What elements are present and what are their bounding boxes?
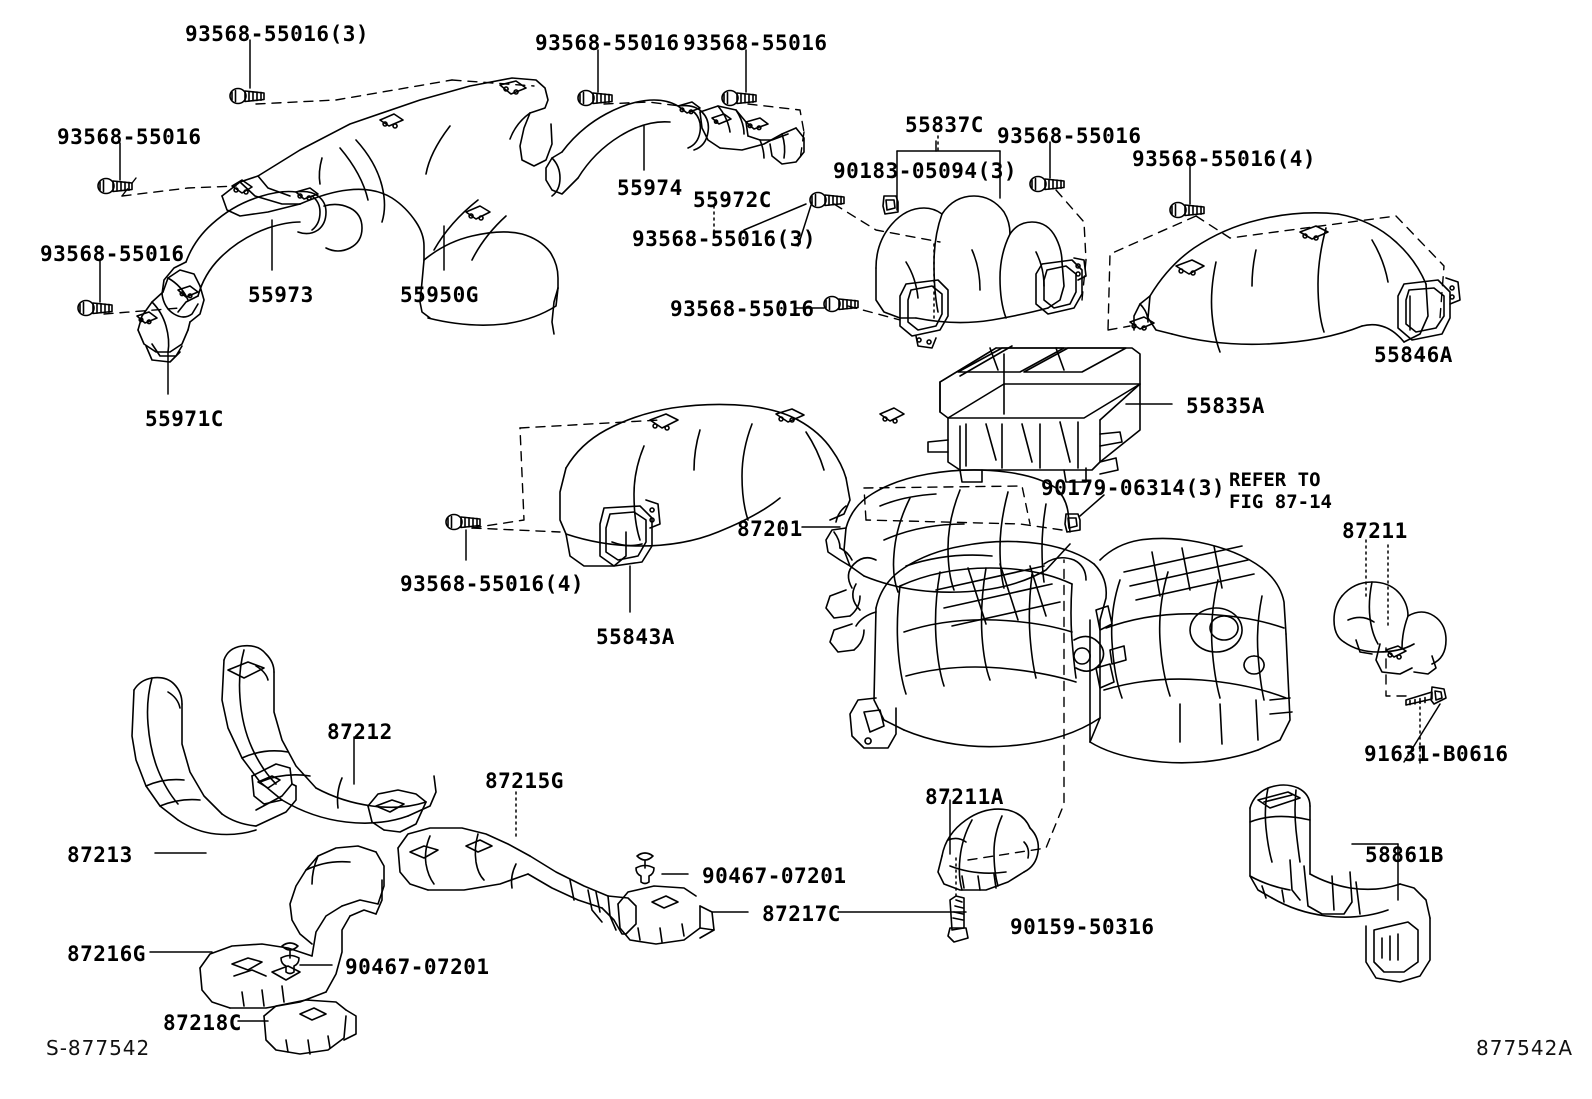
leader-lines xyxy=(99,39,1441,1022)
callout-90467-07201-b: 90467-07201 xyxy=(345,955,490,979)
callout-93568-55016-b: 93568-55016 xyxy=(535,31,680,55)
part-55835a-register xyxy=(927,345,1141,483)
callout-87211a: 87211A xyxy=(925,785,1004,809)
callout-55972c: 55972C xyxy=(693,188,772,212)
callout-55950g: 55950G xyxy=(400,283,479,307)
assembly-dashed-lines xyxy=(103,79,1445,861)
part-87218c-nozzle xyxy=(263,999,357,1055)
callout-93568-55016-g: 93568-55016 xyxy=(670,297,815,321)
callout-93568-55016-e: 93568-55016 xyxy=(997,124,1142,148)
callout-87215g: 87215G xyxy=(485,769,564,793)
part-55843a-duct xyxy=(559,403,905,567)
callout-90179-06314-3: 90179-06314(3) xyxy=(1041,476,1226,500)
leader-lines-dotted xyxy=(515,135,1421,899)
callout-93568-55016-3b: 93568-55016(3) xyxy=(632,227,817,251)
callout-90159-50316: 90159-50316 xyxy=(1010,915,1155,939)
sheet-code: S-877542 xyxy=(46,1036,151,1060)
callout-87218c: 87218C xyxy=(163,1011,242,1035)
callout-93568-55016-f: 93568-55016 xyxy=(40,242,185,266)
part-55837c-duct xyxy=(875,195,1087,349)
callout-55971c: 55971C xyxy=(145,407,224,431)
callout-55973: 55973 xyxy=(248,283,314,307)
bracket-55837c xyxy=(896,140,1001,211)
callout-87201: 87201 xyxy=(737,517,803,541)
part-87201-cover xyxy=(825,469,1071,593)
callout-87216g: 87216G xyxy=(67,942,146,966)
part-87217c-nozzle xyxy=(617,885,715,945)
callout-93568-55016-c: 93568-55016 xyxy=(683,31,828,55)
part-55973-duct xyxy=(161,187,363,318)
callout-55835a: 55835A xyxy=(1186,394,1265,418)
part-87215g-duct xyxy=(397,827,637,935)
callout-55846a: 55846A xyxy=(1374,343,1453,367)
callout-55974: 55974 xyxy=(617,176,683,200)
callout-87212: 87212 xyxy=(327,720,393,744)
callout-58861b: 58861B xyxy=(1365,843,1444,867)
part-87212-duct xyxy=(221,644,437,833)
refer-to-note: REFER TO FIG 87-14 xyxy=(1229,469,1332,514)
diagram-title: 877542A xyxy=(1476,1036,1574,1060)
callout-93568-55016-4b: 93568-55016(4) xyxy=(400,572,585,596)
callout-87217c: 87217C xyxy=(762,902,841,926)
part-55972c-nozzle xyxy=(699,105,805,165)
part-58861b-duct xyxy=(1249,784,1431,983)
part-87216g-duct xyxy=(199,845,385,1009)
part-heater-blower-assembly xyxy=(825,537,1293,764)
callout-93568-55016-4a: 93568-55016(4) xyxy=(1132,147,1317,171)
callout-87213: 87213 xyxy=(67,843,133,867)
part-87211-duct xyxy=(1333,581,1447,675)
part-87213-duct xyxy=(131,676,297,836)
callout-90183-05094-3: 90183-05094(3) xyxy=(833,159,1018,183)
refer-to-line2: FIG 87-14 xyxy=(1229,490,1332,513)
callout-55837c: 55837C xyxy=(905,113,984,137)
refer-to-line1: REFER TO xyxy=(1229,469,1321,491)
part-55971c-nozzle xyxy=(136,269,205,363)
part-55974-duct xyxy=(545,99,710,197)
callout-91631-b0616: 91631-B0616 xyxy=(1364,742,1509,766)
part-55950g-duct xyxy=(221,77,559,335)
callout-87211: 87211 xyxy=(1342,519,1408,543)
part-87211a-duct xyxy=(937,808,1040,891)
fasteners xyxy=(77,87,1447,975)
callout-90467-07201-a: 90467-07201 xyxy=(702,864,847,888)
callout-55843a: 55843A xyxy=(596,625,675,649)
callout-93568-55016-d: 93568-55016 xyxy=(57,125,202,149)
callout-93568-55016-3a: 93568-55016(3) xyxy=(185,22,370,46)
part-55846a-duct xyxy=(1129,212,1461,353)
